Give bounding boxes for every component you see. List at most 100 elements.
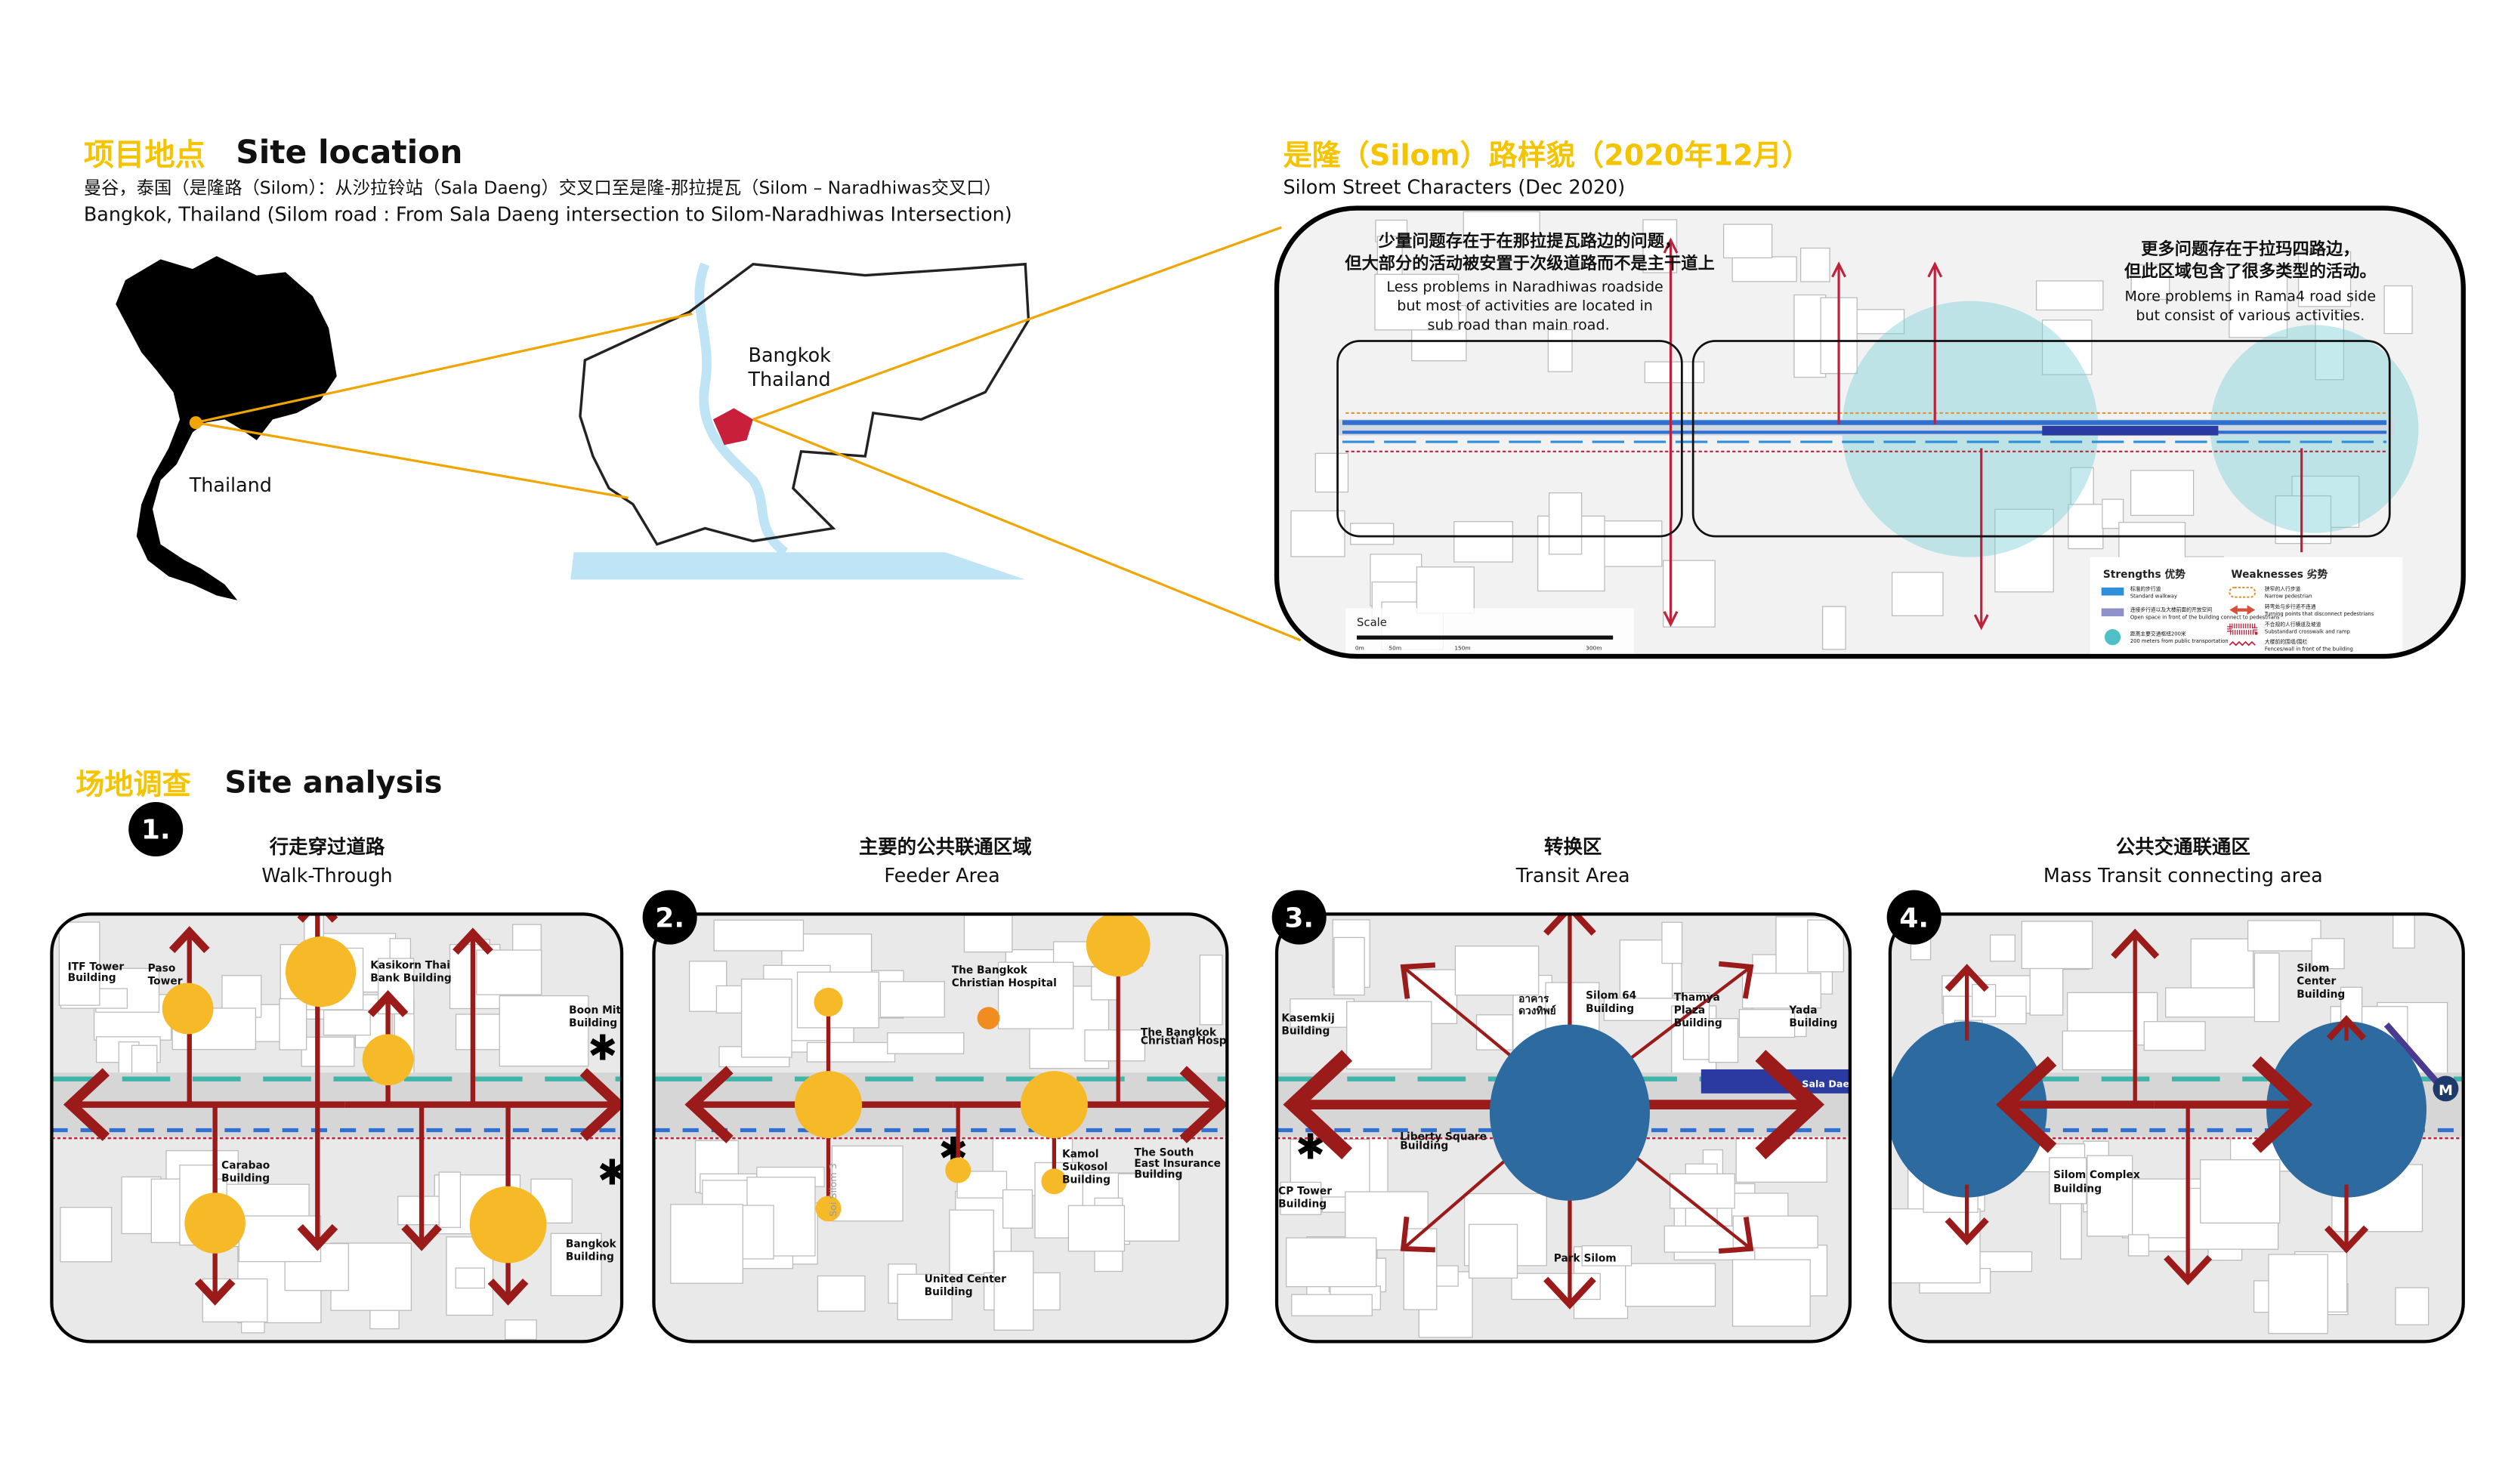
arrow-head	[1283, 1050, 1353, 1160]
panel-3-title-cn: 转换区	[1544, 835, 1602, 858]
activity-hotspot	[814, 987, 843, 1017]
legend-strength-item: 连接步行道以及大楼前面的开放空间 Open space in front of …	[2101, 606, 2280, 620]
building-block	[279, 998, 307, 1051]
transit-node	[1489, 1024, 1650, 1201]
scale-tick-1: 50m	[1389, 645, 1401, 652]
building-block	[806, 1041, 896, 1063]
left-note-cn-1: 少量问题存在于在那拉提瓦路边的问题，	[1378, 230, 1681, 251]
building-block	[1290, 998, 1355, 1028]
legend-weakness-item: 狭窄的人行步道 Narrow pedestrian	[2229, 585, 2312, 600]
building-block	[2127, 1234, 2149, 1257]
panel-1-frame	[50, 912, 624, 1344]
panel-4-number-badge: 4.	[1886, 890, 1941, 945]
building-block	[2041, 319, 2093, 375]
scale-tick-2: 150m	[1454, 645, 1470, 652]
arrow-head	[2164, 1254, 2213, 1286]
site-location-desc-en: Bangkok, Thailand (Silom road : From Sal…	[84, 203, 1012, 226]
panel-1-title-cn: 行走穿过道路	[269, 835, 385, 858]
building-block	[2229, 264, 2288, 338]
building-block	[2130, 264, 2170, 301]
legend-label-cn: 标准的步行道	[2130, 585, 2161, 592]
building-block	[1291, 1294, 1373, 1316]
panel-3-frame	[1274, 912, 1852, 1344]
legend-label-cn: 距离主要交通枢纽200米	[2130, 631, 2186, 637]
site-location-heading: 项目地点 Site location 曼谷，泰国（是隆路（Silom）：从沙拉铃…	[84, 134, 1012, 225]
panel-2-title-en: Feeder Area	[884, 864, 999, 887]
arrow-head	[1996, 1056, 2057, 1153]
arrow-head	[1543, 914, 1596, 936]
building-block	[505, 1319, 537, 1341]
building-block	[1453, 521, 1514, 563]
building-block	[2087, 1155, 2133, 1237]
building-block	[1314, 452, 1349, 493]
building-block	[2253, 952, 2280, 1023]
building-block	[1547, 329, 1573, 372]
activity-hotspot	[184, 1192, 246, 1254]
building-block	[993, 1251, 1034, 1331]
building-block	[1994, 508, 2054, 593]
panel-3-title-en: Transit Area	[1515, 864, 1630, 887]
building-block	[1002, 1189, 1033, 1229]
building-block	[1807, 919, 1844, 973]
activity-hotspot	[1086, 914, 1151, 977]
scale-tick-3: 300m	[1586, 645, 1602, 652]
asterisk-icon: ✱	[598, 1152, 627, 1193]
arrow-head	[367, 990, 409, 1017]
arrow-head	[168, 926, 210, 953]
building-block	[1403, 1228, 1438, 1310]
panel-4-title-en: Mass Transit connecting area	[2043, 864, 2323, 887]
metro-label: M	[2439, 1082, 2453, 1099]
building-block	[1822, 606, 1846, 650]
building-block	[740, 978, 792, 1058]
building-block	[949, 1209, 994, 1275]
arrow-head	[1179, 1066, 1228, 1143]
badge-text: 4.	[1899, 902, 1929, 933]
building-block	[2200, 1159, 2281, 1224]
arrow-head	[1718, 1216, 1754, 1254]
badge-text: 3.	[1284, 902, 1314, 933]
building-block	[476, 949, 542, 995]
arrow-head	[2111, 928, 2160, 959]
street-label: Soi Silom 3	[827, 1163, 839, 1217]
left-note-en-2: but most of activities are located in	[1397, 298, 1653, 314]
activity-hotspot	[977, 1007, 1000, 1029]
building-block	[1661, 921, 1683, 964]
right-note-en-1: More problems in Rama4 road side	[2125, 288, 2377, 305]
building-block	[1731, 256, 1797, 282]
street-characters-title-cn: 是隆（Silom）路样貌（2020年12月）	[1283, 138, 1811, 171]
legend-strength-item: 标准的步行道 Standard walkway	[2101, 585, 2177, 600]
building-block	[2021, 921, 2093, 970]
building-block	[1738, 1009, 1796, 1038]
right-note-en-2: but consist of various activities.	[2136, 307, 2365, 324]
street-characters-frame	[1274, 205, 2466, 659]
building-block	[2311, 938, 2345, 970]
arrow-head	[1945, 1217, 1989, 1246]
building-block	[1374, 273, 1460, 331]
activity-hotspot	[1041, 1168, 1067, 1195]
arrow-head	[1400, 1216, 1435, 1253]
site-analysis-title-cn: 场地调查	[76, 767, 191, 801]
building-block	[1333, 936, 1365, 996]
bangkok-map: Bangkok Thailand	[570, 262, 1030, 580]
arrow-head	[453, 927, 493, 955]
panel-1-number-badge: 1.	[128, 801, 184, 857]
legend-weakness-item: 大楼前的围墙/围栏 Fences/wall in front of the bu…	[2229, 638, 2353, 653]
building-block	[1741, 973, 1821, 1009]
legend: Strengths 优势 Weaknesses 劣势 标准的步行道 Standa…	[2090, 557, 2403, 657]
street-characters-subtitle: Silom Street Characters (Dec 2020)	[1283, 175, 1626, 198]
activity-hotspot	[945, 1157, 971, 1183]
activity-hotspot	[1020, 1071, 1088, 1139]
